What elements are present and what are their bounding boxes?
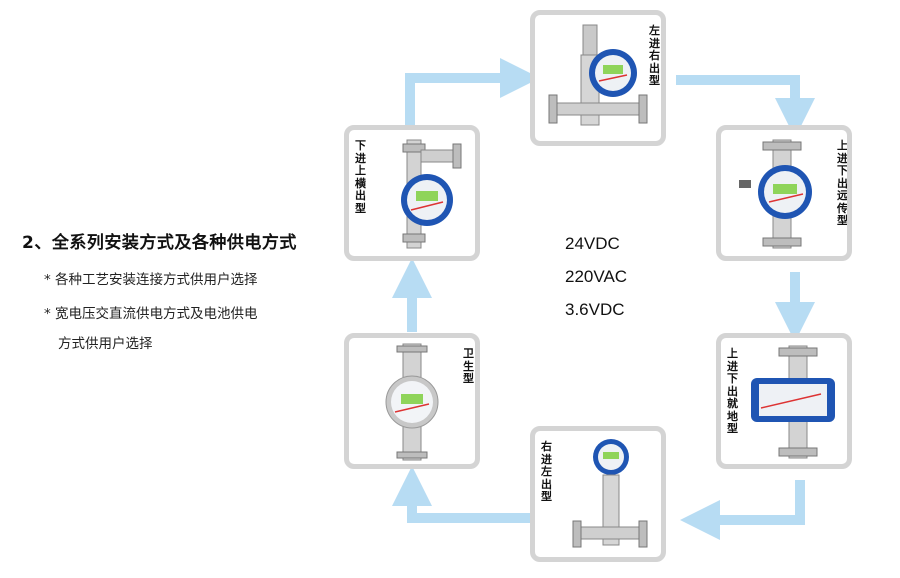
- type-label: 上进下出就地型: [727, 347, 738, 435]
- bullet-power: * 宽电压交直流供电方式及电池供电: [44, 306, 258, 322]
- arrow-top-to-upperright: [676, 75, 815, 138]
- flowmeter-horizontal-image: [548, 24, 648, 126]
- card-top-in-bottom-out-local: 上进下出就地型: [716, 333, 852, 469]
- flowmeter-remote-image: [739, 139, 812, 249]
- card-right-in-left-out: 右进左出型: [530, 426, 666, 562]
- type-label: 上进下出远传型: [837, 139, 848, 227]
- type-label: 卫生型: [463, 347, 474, 385]
- type-label: 右进左出型: [541, 440, 552, 503]
- flowmeter-local-image: [751, 345, 835, 459]
- flowmeter-bottom-in-image: [401, 139, 462, 249]
- flowmeter-right-in-image: [572, 439, 648, 548]
- bullet-power-continued: 方式供用户选择: [58, 336, 153, 352]
- power-option-24vdc: 24VDC: [565, 234, 620, 253]
- card-top-in-bottom-out-remote: 上进下出远传型: [716, 125, 852, 261]
- type-label: 左进右出型: [649, 24, 660, 87]
- card-left-in-right-out: 左进右出型: [530, 10, 666, 146]
- bullet-installation: * 各种工艺安装连接方式供用户选择: [44, 272, 258, 288]
- arrow-bottom-to-lowerleft: [392, 466, 530, 523]
- card-sanitary: 卫生型: [344, 333, 480, 469]
- power-option-3-6vdc: 3.6VDC: [565, 300, 625, 319]
- card-bottom-in-side-out: 下进上横出型: [344, 125, 480, 261]
- arrow-lowerright-to-bottom: [680, 480, 805, 540]
- section-heading: 2、全系列安装方式及各种供电方式: [22, 233, 297, 253]
- power-option-220vac: 220VAC: [565, 267, 628, 286]
- flowmeter-sanitary-image: [385, 343, 439, 461]
- arrow-upperleft-to-top: [405, 58, 540, 128]
- type-label: 下进上横出型: [355, 139, 366, 215]
